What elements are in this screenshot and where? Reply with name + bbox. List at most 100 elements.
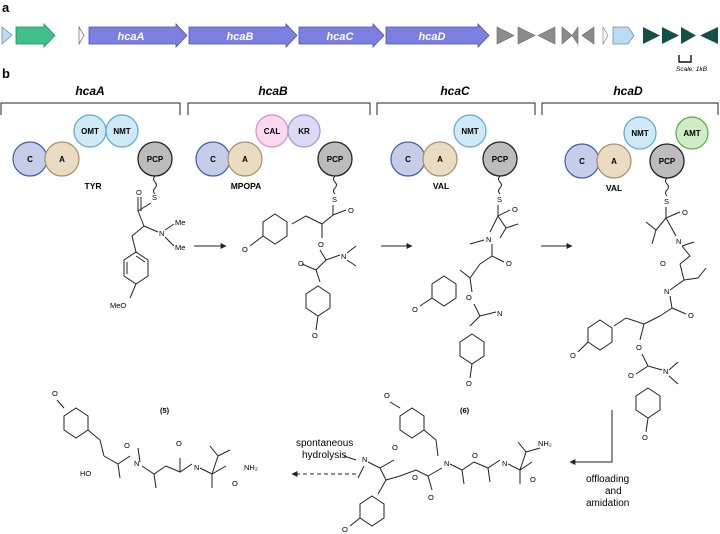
domain-label-NMT-hcaC: NMT xyxy=(461,127,478,136)
domain-label-KR-hcaB: KR xyxy=(298,127,310,136)
module-headers: hcaA hcaB hcaC hcaD xyxy=(0,84,719,115)
domain-label-C-hcaC: C xyxy=(405,155,411,164)
c5-N1-label: N xyxy=(134,459,139,468)
substrate-label-hcaA: TYR xyxy=(85,181,102,191)
compound-6: (6) O N O O O N O N O NH₂ O xyxy=(342,391,552,534)
module-title-hcaC: hcaC xyxy=(440,84,470,98)
domain-label-PCP-hcaA: PCP xyxy=(147,155,164,164)
gene-arrow-teal-2 xyxy=(662,27,679,44)
s1-O-label: O xyxy=(136,188,142,197)
s2-O4-label: O xyxy=(298,259,304,268)
s4-O2-label: O xyxy=(660,259,666,268)
s4-S-label: S xyxy=(664,197,669,206)
caption-amidation: amidation xyxy=(586,498,629,509)
panel-label-a: a xyxy=(2,0,10,15)
domain-label-NMT-hcaA: NMT xyxy=(113,127,130,136)
s2-ring-2 xyxy=(305,285,331,317)
domain-NMT-hcaC xyxy=(453,114,487,148)
c5-O1-label: O xyxy=(124,441,130,450)
domain-label-A-hcaA: A xyxy=(59,155,65,164)
domain-NMT-hcaA xyxy=(105,114,139,148)
module-hcaB-domains: C A CAL KR PCP MPOPA xyxy=(195,114,353,191)
gene-label-hcaB: hcaB xyxy=(227,31,254,43)
s1-Me1-label: Me xyxy=(175,218,185,227)
c6-O-top-label: O xyxy=(384,391,390,400)
c5-O3-label: O xyxy=(232,479,238,488)
s1-MeO-label: MeO xyxy=(110,301,126,310)
structure-module-4: S O N O N O O O O N O xyxy=(570,177,707,442)
s4-N2-label: N xyxy=(664,287,669,296)
substrate-label-hcaD: VAL xyxy=(606,183,622,193)
domain-label-C-hcaD: C xyxy=(579,157,585,166)
c6-ring-1 xyxy=(399,407,425,439)
domain-label-A-hcaB: A xyxy=(242,155,248,164)
domain-label-A-hcaC: A xyxy=(437,155,443,164)
domain-A-hcaD xyxy=(596,143,632,179)
c6-ring-2 xyxy=(359,495,385,527)
gene-arrow-grey-3 xyxy=(537,26,556,45)
release-arrow xyxy=(569,410,613,465)
domain-label-PCP-hcaB: PCP xyxy=(327,155,344,164)
s1-S-label: S xyxy=(152,193,157,202)
substrate-label-hcaC: VAL xyxy=(433,181,449,191)
c6-O1-label: O xyxy=(392,443,398,452)
domain-A-hcaA xyxy=(44,141,80,177)
s4-O6-label: O xyxy=(628,371,634,380)
s2-O5-label: O xyxy=(312,331,318,340)
s2-O3-label: O xyxy=(242,245,248,254)
s2-N-label: N xyxy=(341,252,346,261)
gene-arrow-grey-2 xyxy=(517,26,536,45)
structure-module-3: S O N O O O N O xyxy=(412,175,519,388)
s2-O1-label: O xyxy=(348,206,354,215)
c6-O3-label: O xyxy=(428,493,434,502)
gene-arrow-2 xyxy=(15,23,56,48)
s3-O4-label: O xyxy=(412,305,418,314)
c5-O-top-label: O xyxy=(52,389,58,398)
compound-5: (5) O HO O N O N O NH₂ xyxy=(52,389,258,489)
domain-label-NMT-hcaD: NMT xyxy=(631,129,648,138)
gene-label-hcaD: hcaD xyxy=(419,31,446,43)
s2-S-label: S xyxy=(332,195,337,204)
module-hcaC-domains: C A NMT PCP VAL xyxy=(390,114,518,191)
gene-arrow-3 xyxy=(78,25,85,46)
domain-label-OMT-hcaA: OMT xyxy=(81,127,99,136)
gene-arrow-grey-6 xyxy=(581,26,595,45)
domain-label-AMT-hcaD: AMT xyxy=(683,129,700,138)
gene-arrow-1 xyxy=(1,26,13,45)
domain-AMT-hcaD xyxy=(675,116,709,150)
module-hcaD-domains: C A NMT AMT PCP VAL xyxy=(564,116,709,193)
s4-O4-label: O xyxy=(636,343,642,352)
c5-HO-label: HO xyxy=(80,469,91,478)
scale-label: Scale: 1kB xyxy=(676,66,708,73)
substrate-label-hcaB: MPOPA xyxy=(231,181,262,191)
module-title-hcaB: hcaB xyxy=(258,84,288,98)
domain-A-hcaC xyxy=(422,141,458,177)
s3-ring-2 xyxy=(459,333,485,365)
s4-O7-label: O xyxy=(642,433,648,442)
s4-O5-label: O xyxy=(570,351,576,360)
c6-O2-label: O xyxy=(412,473,418,482)
c5-O2-label: O xyxy=(176,439,182,448)
s4-O1-label: O xyxy=(682,208,688,217)
c6-N3-label: N xyxy=(502,459,507,468)
s4-N3-label: N xyxy=(663,367,668,376)
gene-arrow-white-2 xyxy=(602,25,609,46)
gene-arrow-teal-4 xyxy=(700,27,718,44)
caption-and: and xyxy=(605,486,622,497)
domain-label-C-hcaA: C xyxy=(27,155,33,164)
s3-N1-label: N xyxy=(486,235,491,244)
s1-Me2-label: Me xyxy=(175,243,185,252)
c6-O5-label: O xyxy=(530,475,536,484)
gene-arrow-grey-4 xyxy=(561,26,573,45)
c5-N2-label: N xyxy=(194,463,199,472)
s4-O3-label: O xyxy=(688,311,694,320)
gene-arrow-teal-1 xyxy=(643,27,660,44)
gene-arrow-hcaC xyxy=(298,23,385,48)
gene-label-hcaA: hcaA xyxy=(118,31,145,43)
s2-ring-1 xyxy=(262,213,288,245)
c6-O-bottom-label: O xyxy=(342,525,348,534)
domain-label-C-hcaB: C xyxy=(210,155,216,164)
gene-arrow-grey-5 xyxy=(571,26,579,45)
c5-NH2-label: NH₂ xyxy=(244,463,258,472)
